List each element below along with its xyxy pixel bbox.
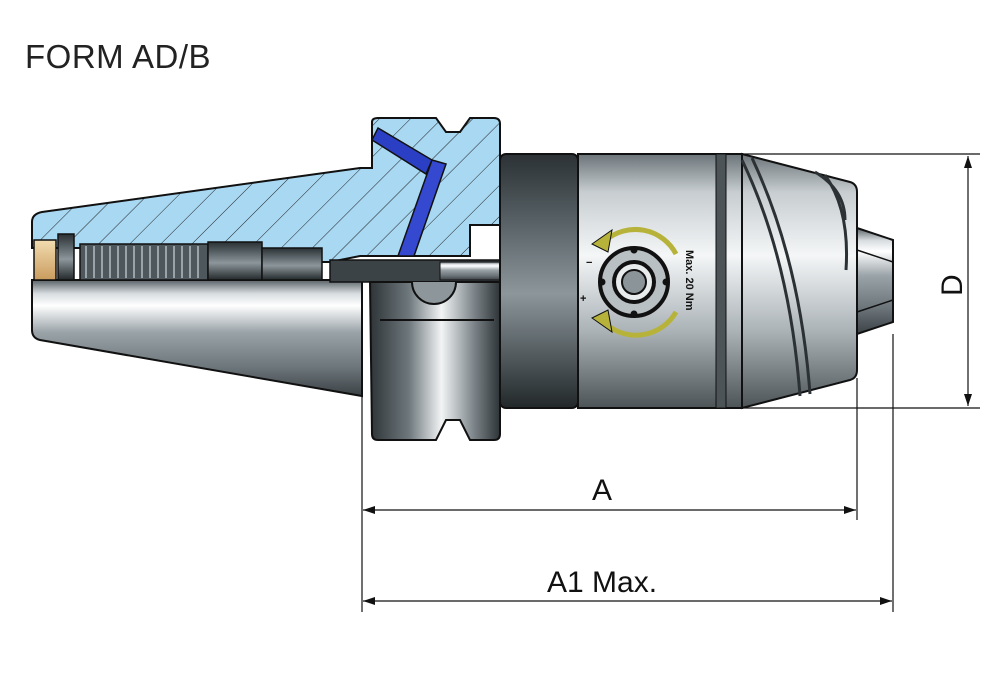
drawing-title: FORM AD/B bbox=[25, 38, 212, 75]
thread-lines bbox=[85, 246, 199, 278]
bore-ring bbox=[57, 233, 75, 281]
chuck-nose bbox=[741, 152, 858, 410]
key-socket bbox=[598, 246, 670, 318]
flange bbox=[368, 281, 501, 441]
threaded-rod bbox=[79, 243, 209, 281]
drive-slot bbox=[411, 281, 457, 305]
bore-sleeve bbox=[207, 241, 263, 281]
bore-pin-light bbox=[439, 261, 503, 281]
chuck-jaws-tip bbox=[856, 226, 894, 336]
taper-shank bbox=[31, 279, 363, 398]
brass-insert bbox=[33, 239, 57, 281]
plus-sign: + bbox=[580, 293, 586, 305]
helical-grooves bbox=[740, 157, 848, 397]
dimension-a-label: A bbox=[592, 474, 612, 507]
coolant-pin bbox=[396, 159, 447, 257]
body-ring bbox=[499, 153, 579, 409]
minus-sign: − bbox=[586, 257, 592, 269]
bore-sleeve-2 bbox=[261, 247, 323, 281]
torque-marking: Max. 20 Nm bbox=[683, 250, 695, 311]
sleeve-groove bbox=[715, 153, 727, 409]
taper-section bbox=[31, 117, 501, 263]
dimension-d-label: D bbox=[936, 274, 969, 296]
extension-lines bbox=[361, 153, 980, 612]
tighten-arrow-icon bbox=[604, 310, 679, 338]
loosen-arrow-icon bbox=[604, 226, 679, 256]
dimension-a1-label: A1 Max. bbox=[547, 566, 657, 599]
